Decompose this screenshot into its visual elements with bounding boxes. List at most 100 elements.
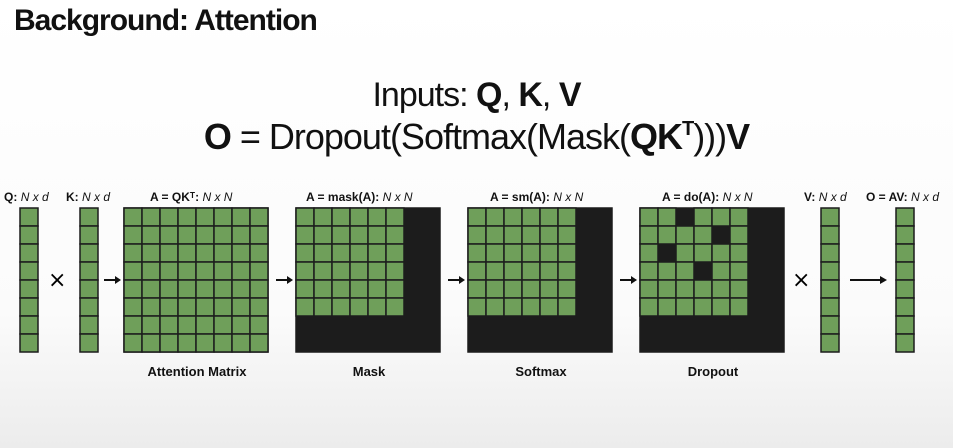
- comma-1: ,: [501, 76, 519, 114]
- matrix-cell: [503, 207, 523, 227]
- matrix-cell: [485, 261, 505, 281]
- matrix-cell: [79, 297, 99, 317]
- matrix-cell: [195, 297, 215, 317]
- q-label: Q: N x d: [4, 190, 49, 204]
- equation-close: ))): [693, 116, 727, 157]
- matrix-cell: [693, 279, 713, 299]
- matrix-cell: [79, 207, 99, 227]
- matrix-cell: [249, 279, 269, 299]
- matrix-cell: [313, 297, 333, 317]
- matrix-cell: [729, 243, 749, 263]
- matrix-cell: [639, 207, 659, 227]
- matrix-cell: [123, 315, 143, 335]
- matrix-cell: [79, 261, 99, 281]
- matrix-cell: [675, 243, 695, 263]
- matrix-cell: [177, 261, 197, 281]
- softmax-matrix: [467, 207, 613, 353]
- multiply-operator-2: ×: [792, 268, 810, 293]
- matrix-cell: [385, 243, 405, 263]
- matrix-cell: [195, 333, 215, 353]
- q-symbol: Q: [476, 76, 502, 114]
- matrix-cell: [521, 297, 541, 317]
- matrix-cell: [19, 333, 39, 353]
- multiply-operator-1: ×: [48, 268, 66, 293]
- matrix-cell: [485, 279, 505, 299]
- equation-output: O = Dropout(Softmax(Mask(QKT)))V: [0, 116, 953, 158]
- matrix-cell: [503, 279, 523, 299]
- matrix-cell: [367, 243, 387, 263]
- matrix-cell: [159, 225, 179, 245]
- matrix-cell: [367, 225, 387, 245]
- inputs-label: Inputs:: [372, 76, 476, 114]
- k-matrix: [79, 207, 99, 353]
- matrix-cell: [249, 225, 269, 245]
- matrix-cell: [895, 207, 915, 227]
- matrix-cell: [123, 225, 143, 245]
- caption-dropout: Dropout: [687, 364, 739, 379]
- k-label: K: N x d: [66, 190, 111, 204]
- matrix-cell: [657, 261, 677, 281]
- matrix-cell: [231, 207, 251, 227]
- matrix-cell: [693, 225, 713, 245]
- matrix-cell: [711, 243, 731, 263]
- attention-matrix: [123, 207, 269, 353]
- matrix-cell: [657, 207, 677, 227]
- matrix-cell: [313, 207, 333, 227]
- matrix-cell: [820, 225, 840, 245]
- matrix-cell: [639, 225, 659, 245]
- matrix-cell: [331, 225, 351, 245]
- matrix-cell: [557, 225, 577, 245]
- matrix-cell: [693, 297, 713, 317]
- matrix-cell: [349, 243, 369, 263]
- matrix-cell: [123, 279, 143, 299]
- matrix-cell: [521, 225, 541, 245]
- matrix-cell: [503, 297, 523, 317]
- matrix-cell: [79, 225, 99, 245]
- matrix-cell: [539, 279, 559, 299]
- matrix-cell: [295, 297, 315, 317]
- mask-label: A = mask(A): N x N: [306, 190, 413, 204]
- arrow-mask-to-softmax: [448, 276, 465, 284]
- matrix-cell: [213, 243, 233, 263]
- matrix-cell: [141, 297, 161, 317]
- matrix-cell: [231, 333, 251, 353]
- matrix-cell: [141, 261, 161, 281]
- matrix-cell: [123, 207, 143, 227]
- matrix-cell: [249, 207, 269, 227]
- matrix-cell: [195, 207, 215, 227]
- matrix-cell: [313, 243, 333, 263]
- matrix-cell: [231, 261, 251, 281]
- matrix-cell: [313, 225, 333, 245]
- matrix-cell: [159, 243, 179, 263]
- matrix-cell: [539, 297, 559, 317]
- matrix-cell: [729, 225, 749, 245]
- matrix-cell: [231, 243, 251, 263]
- matrix-cell: [639, 279, 659, 299]
- matrix-cell: [711, 279, 731, 299]
- matrix-cell: [820, 279, 840, 299]
- matrix-cell: [503, 243, 523, 263]
- matrix-cell: [539, 243, 559, 263]
- transpose-symbol: T: [681, 118, 694, 140]
- softmax-label: A = sm(A): N x N: [490, 190, 584, 204]
- matrix-cell: [195, 315, 215, 335]
- matrix-cell: [295, 225, 315, 245]
- matrix-cell: [79, 315, 99, 335]
- matrix-cell: [729, 297, 749, 317]
- dropout-label: A = do(A): N x N: [662, 190, 753, 204]
- dropout-matrix: [639, 207, 785, 353]
- matrix-cell: [385, 225, 405, 245]
- matrix-cell: [729, 279, 749, 299]
- matrix-cell: [295, 261, 315, 281]
- matrix-cell: [141, 333, 161, 353]
- matrix-cell: [557, 261, 577, 281]
- matrix-cell: [159, 333, 179, 353]
- matrix-cell: [159, 279, 179, 299]
- matrix-cell: [79, 243, 99, 263]
- matrix-cell: [693, 243, 713, 263]
- matrix-cell: [123, 261, 143, 281]
- arrow-softmax-to-dropout: [620, 276, 637, 284]
- matrix-cell: [349, 207, 369, 227]
- matrix-cell: [331, 243, 351, 263]
- matrix-cell: [639, 261, 659, 281]
